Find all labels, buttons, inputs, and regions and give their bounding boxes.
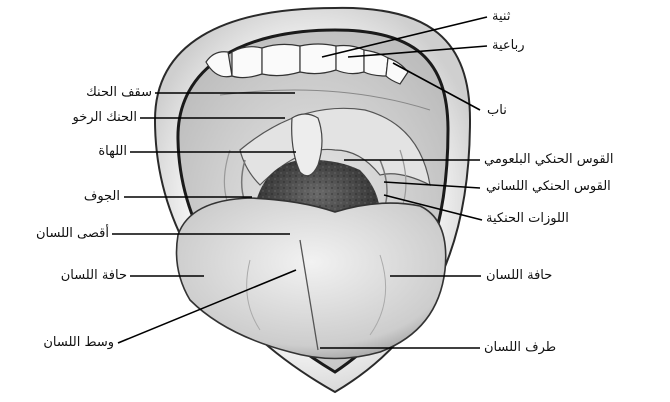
label-uvula: اللهاة bbox=[98, 144, 127, 160]
tongue bbox=[177, 198, 446, 359]
label-canine: ناب bbox=[487, 103, 507, 119]
label-soft-palate: الحنك الرخو bbox=[73, 110, 137, 126]
label-pharynx: الجوف bbox=[84, 189, 120, 205]
label-tongue-middle: وسط اللسان bbox=[43, 335, 114, 351]
label-incisor: ثنية bbox=[492, 9, 510, 25]
label-tongue-edge-right: حافة اللسان bbox=[486, 268, 552, 284]
label-palatoglossal-arch: القوس الحنكي اللساني bbox=[486, 179, 611, 195]
label-palatopharyngeal-arch: القوس الحنكي البلعومي bbox=[484, 152, 614, 168]
label-back-of-tongue: أقصى اللسان bbox=[36, 226, 109, 242]
label-tongue-edge-left: حافة اللسان bbox=[61, 268, 127, 284]
label-tongue-tip: طرف اللسان bbox=[484, 340, 556, 356]
label-hard-palate: سقف الحنك bbox=[86, 85, 152, 101]
label-lateral-tooth: رباعية bbox=[492, 38, 525, 54]
label-palatine-tonsils: اللوزات الحنكية bbox=[486, 211, 569, 227]
